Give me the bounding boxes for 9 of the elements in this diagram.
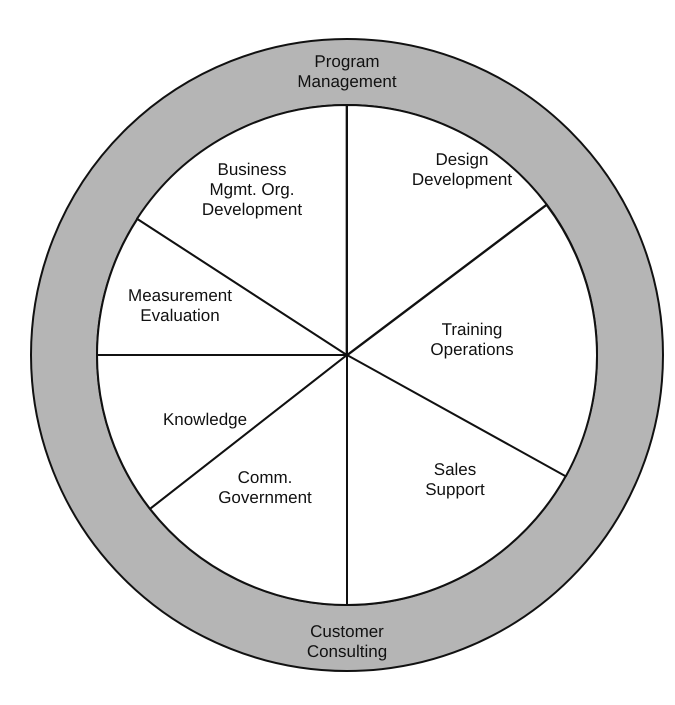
sector-label: Comm. Government [217,468,313,508]
sector-label: Measurement Evaluation [127,286,233,326]
ring-label: Customer Consulting [306,622,388,662]
sector-label: Design Development [410,150,514,190]
ring-label: Program Management [296,52,398,92]
sector-label: Business Mgmt. Org. Development [200,160,304,220]
sector-label: Knowledge [162,410,248,430]
sector-label: Training Operations [429,320,515,360]
sector-label: Sales Support [424,460,486,500]
